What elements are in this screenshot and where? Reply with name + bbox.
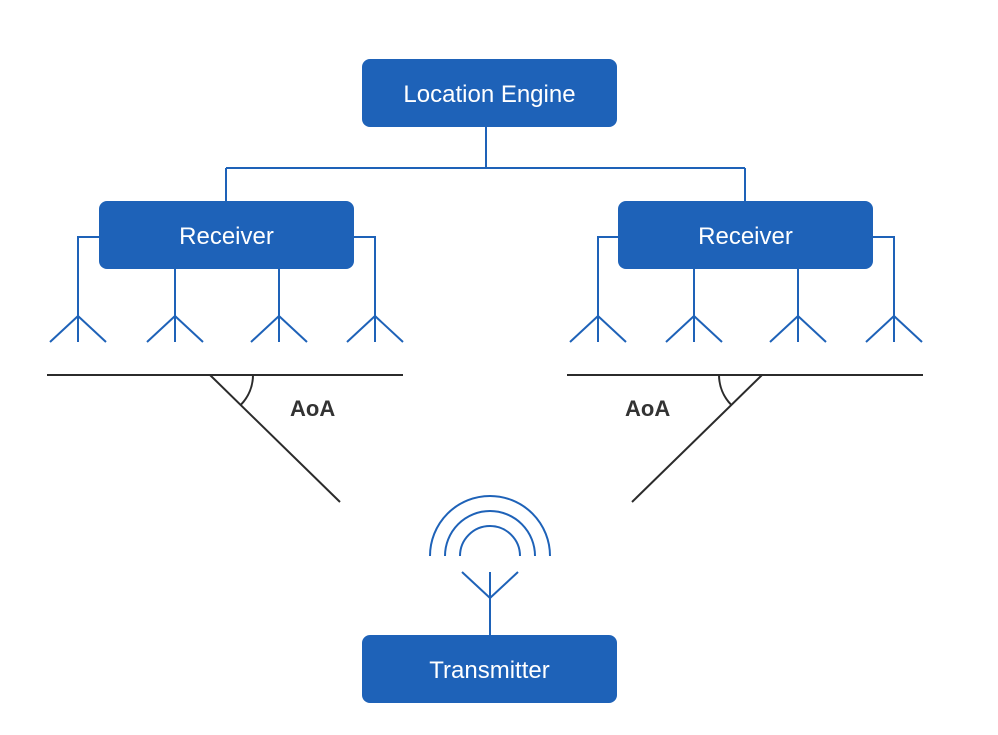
antenna-icon — [250, 315, 308, 343]
receiver-right-box — [618, 201, 873, 269]
aoa-right-label: AoA — [625, 396, 670, 421]
right-aoa-geometry: AoA — [567, 374, 923, 503]
receiver-left-label: Receiver — [179, 223, 274, 250]
left-aoa-geometry: AoA — [47, 374, 403, 503]
antenna-icon — [49, 315, 107, 343]
right-receiver-wiring — [597, 236, 895, 316]
transmitter-box — [362, 635, 617, 703]
location-engine-node: Location Engine — [362, 59, 617, 127]
antenna-icon — [665, 315, 723, 343]
signal-waves-icon — [429, 495, 551, 557]
right-incident-ray — [631, 374, 763, 503]
antenna-icon — [569, 315, 627, 343]
transmitter-antenna-icon — [461, 571, 519, 636]
location-engine-box — [362, 59, 617, 127]
antenna-icon — [769, 315, 827, 343]
left-incident-ray — [209, 374, 341, 503]
receiver-right-label: Receiver — [698, 223, 793, 250]
left-antenna-array — [49, 315, 404, 343]
right-antenna-array — [569, 315, 923, 343]
engine-connectors — [225, 126, 746, 202]
antenna-icon — [146, 315, 204, 343]
receiver-left-box — [99, 201, 354, 269]
transmitter-label: Transmitter — [429, 657, 549, 684]
left-angle-arc — [240, 374, 254, 406]
transmitter-node: Transmitter — [362, 635, 617, 703]
left-receiver-wiring — [77, 236, 376, 316]
antenna-icon — [865, 315, 923, 343]
location-engine-label: Location Engine — [403, 81, 575, 108]
receiver-right-node: Receiver — [618, 201, 873, 269]
right-angle-arc — [718, 374, 732, 406]
antenna-icon — [346, 315, 404, 343]
aoa-left-label: AoA — [290, 396, 335, 421]
receiver-left-node: Receiver — [99, 201, 354, 269]
